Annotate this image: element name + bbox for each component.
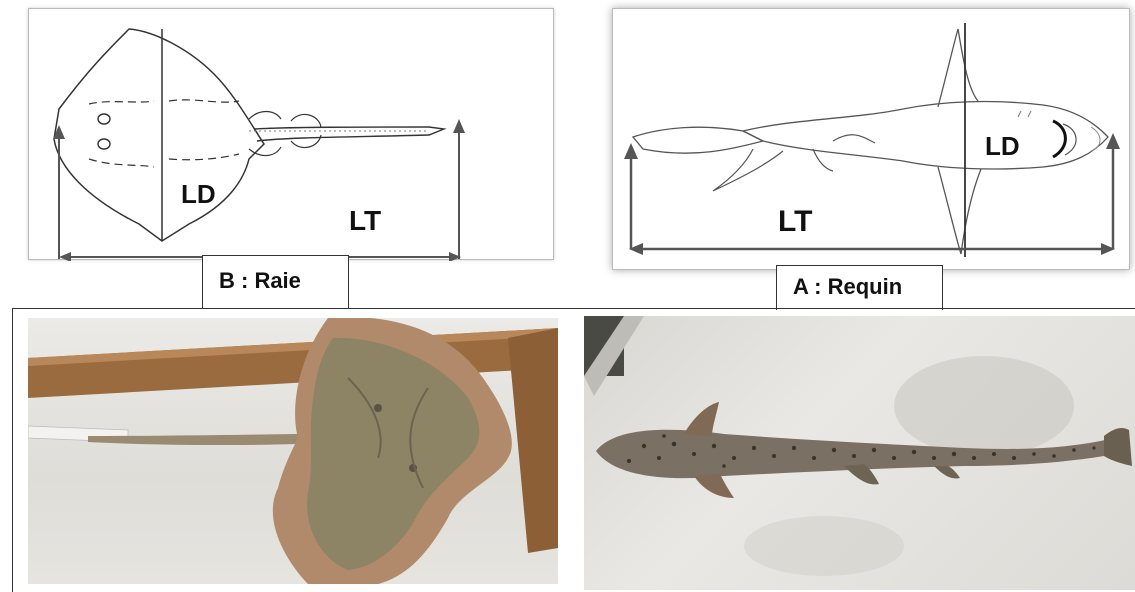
skate-tail [254,127,444,141]
shark-body-outline [743,102,1108,169]
skate-photo [28,318,558,584]
skate-photo-drawing [28,318,558,584]
shark-ld-label: LD [985,131,1020,162]
skate-caption: B : Raie [202,255,349,308]
shark-diagram-panel: LD LT [612,8,1130,270]
photo-frame-left-edge [12,308,13,592]
skate-diagram-drawing [29,9,555,261]
skate-body-outline [54,29,264,241]
shark-diagram-drawing [613,9,1131,271]
skate-ld-label: LD [181,179,216,210]
skate-diagram-panel: LD LT [28,8,554,260]
section-divider [12,308,1135,309]
shark-photo-drawing [584,316,1135,590]
shark-photo [584,316,1135,590]
shark-lt-label: LT [778,205,812,239]
skate-lt-label: LT [349,205,381,237]
shark-caption: A : Requin [776,265,943,310]
